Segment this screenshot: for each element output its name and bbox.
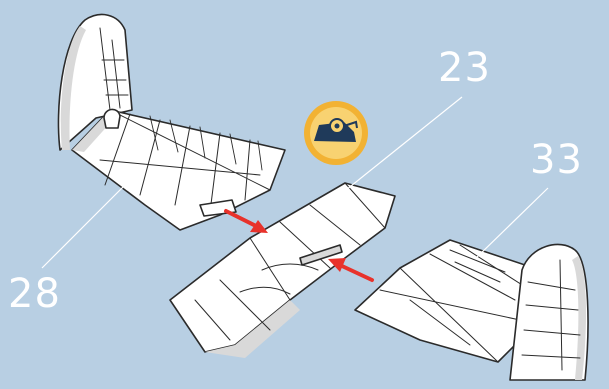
part-number-28: 28 [8,274,61,314]
tape-dispenser-badge [304,101,368,165]
part-number-23: 23 [438,48,491,88]
insert-arrow-right [328,258,372,280]
insert-arrow-left [226,211,268,233]
right-tail-assembly [355,240,588,380]
left-tail-assembly [58,15,285,230]
right-horizontal-stabilizer [355,240,540,362]
leader-line-28 [42,185,125,268]
part-number-33: 33 [530,140,583,180]
leader-line-33 [476,188,548,258]
